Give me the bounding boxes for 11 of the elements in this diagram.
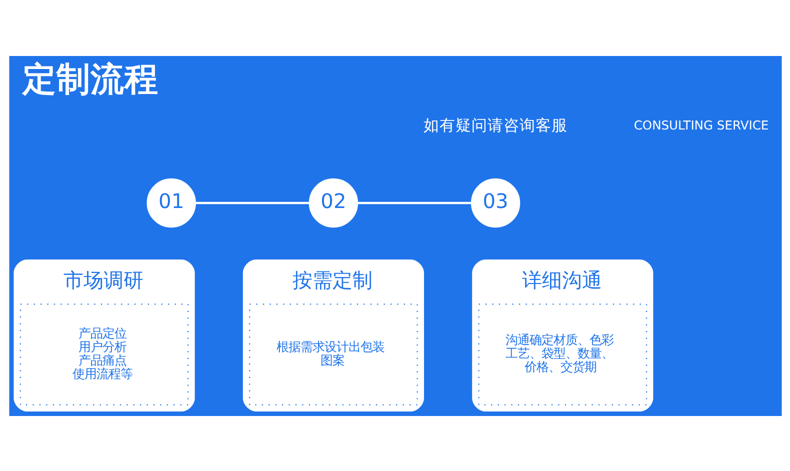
diagram-title: 定制流程	[22, 59, 158, 98]
node-box: 详细沟通 沟通确定材质、色彩工艺、袋型、数量、价格、交货期	[472, 258, 653, 412]
node-circle: 01	[146, 178, 196, 228]
label: CONSULTING SERVICE	[633, 118, 768, 132]
node-circle: 03	[470, 178, 520, 228]
node-circle: 02	[308, 178, 358, 228]
node-box: 按需定制 根据需求设计出包装图案	[242, 258, 424, 412]
connector	[194, 201, 309, 204]
connector	[357, 201, 471, 204]
node-box: 市场调研 产品定位 用户分析 产品痛点 使用流程等	[13, 258, 194, 412]
label: 如有疑问请咨询客服	[423, 115, 568, 134]
